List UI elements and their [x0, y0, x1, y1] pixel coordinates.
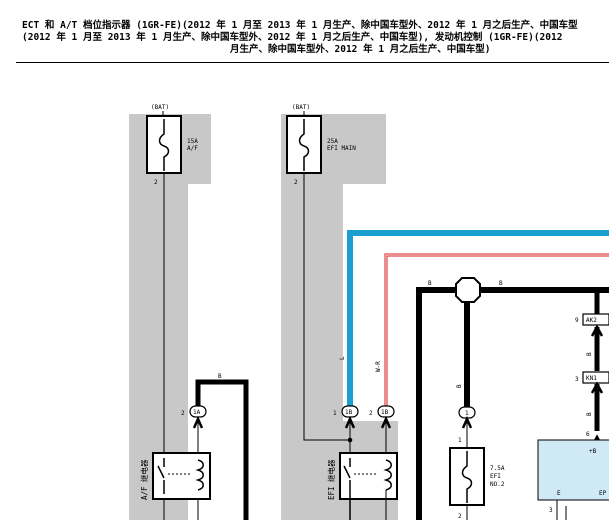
wr-wire-core [385, 254, 609, 407]
af-circuit-gray-region [129, 114, 211, 520]
b-bus-label-right: B [499, 280, 503, 287]
af-fuse-pin: 2 [154, 179, 158, 186]
efi-main-fuse-pin: 2 [294, 179, 298, 186]
diagram-title: ECT 和 A/T 档位指示器 (1GR-FE)(2012 年 1 月至 201… [0, 20, 609, 56]
fuse-connector-label: 1 [465, 410, 469, 417]
efi-no2-fuse-name2: NO.2 [490, 481, 505, 488]
title-line-1: ECT 和 A/T 档位指示器 (1GR-FE)(2012 年 1 月至 201… [22, 20, 578, 31]
title-divider [16, 62, 609, 63]
ecu-e-label: E [557, 490, 561, 497]
ak2-connector-label: AK2 [586, 317, 597, 324]
ecu-block [537, 439, 609, 501]
efi-main-fuse-element-icon [298, 119, 310, 171]
af-fuse-rating: 15A [187, 138, 198, 145]
af-relay-switch-icon [157, 458, 165, 494]
efi-no2-fuse-name1: EFI [490, 473, 501, 480]
ecu-pin-label: 6 [586, 431, 590, 438]
kn1-connector [582, 371, 609, 384]
efi-no2-fuse-rating: 7.5A [490, 465, 505, 472]
ecu-bottom-pin: 3 [549, 507, 553, 514]
title-line-2: (2012 年 1 月至 2013 年 1 月生产、除中国车型外、2012 年 … [22, 32, 563, 43]
ak2-connector [582, 313, 609, 326]
af-relay-label: A/F 继电器 [139, 459, 149, 500]
ecu-plus-b-label: +B [589, 448, 597, 455]
ak2-connector-pin: 9 [575, 317, 579, 324]
af-fuse-name: A/F [187, 145, 198, 152]
connector-1b-left-label: 1B [345, 409, 353, 416]
splice-joint [455, 277, 481, 303]
af-b-wire [195, 379, 249, 520]
af-relay-coil-icon [195, 459, 204, 491]
wr-wire-label: W-R [375, 361, 382, 372]
efi-circuit-gray-region [281, 114, 398, 520]
connector-1a-label: 1A [193, 409, 201, 416]
efi-relay-label: EFI 继电器 [326, 459, 336, 500]
right-b-wire-label-1: B [586, 352, 593, 356]
kn1-connector-pin: 3 [575, 376, 579, 383]
efi-junction-dot [347, 437, 353, 443]
l-blue-wire [347, 230, 609, 407]
connector-1a-pin: 2 [181, 410, 185, 417]
connector-1b-left-pin: 1 [333, 410, 337, 417]
efi-main-fuse-rating: 25A [327, 138, 338, 145]
connector-1b-right-label: 1B [381, 409, 389, 416]
efi-main-fuse-name: EFI MAIN [327, 145, 356, 152]
b-bus-label-left: B [428, 280, 432, 287]
efi-main-fuse-source-label: (BAT) [292, 104, 310, 111]
efi-relay-switch-icon [343, 458, 351, 520]
efi-relay-coil-icon [383, 459, 392, 491]
efi-no2-fuse-pin-bottom: 2 [458, 513, 462, 520]
right-b-wire-label-2: B [586, 412, 593, 416]
b-bus-wire [416, 287, 609, 520]
ecu-ep-label: EP [599, 490, 607, 497]
af-fuse-element-icon [158, 119, 170, 171]
efi-no2-fuse-pin-top: 1 [458, 437, 462, 444]
af-b-wire-label: B [218, 373, 222, 380]
l-blue-wire-label: L [339, 356, 346, 360]
splice-down-wire-label: B [456, 384, 463, 388]
kn1-connector-label: KN1 [586, 375, 597, 382]
af-relay [152, 452, 211, 500]
af-fuse-source-label: (BAT) [151, 104, 169, 111]
efi-no2-fuse-element-icon [461, 451, 473, 503]
connector-1b-right-pin: 2 [369, 410, 373, 417]
title-line-3: 月生产、除中国车型外、2012 年 1 月之后生产、中国车型) [230, 44, 491, 55]
